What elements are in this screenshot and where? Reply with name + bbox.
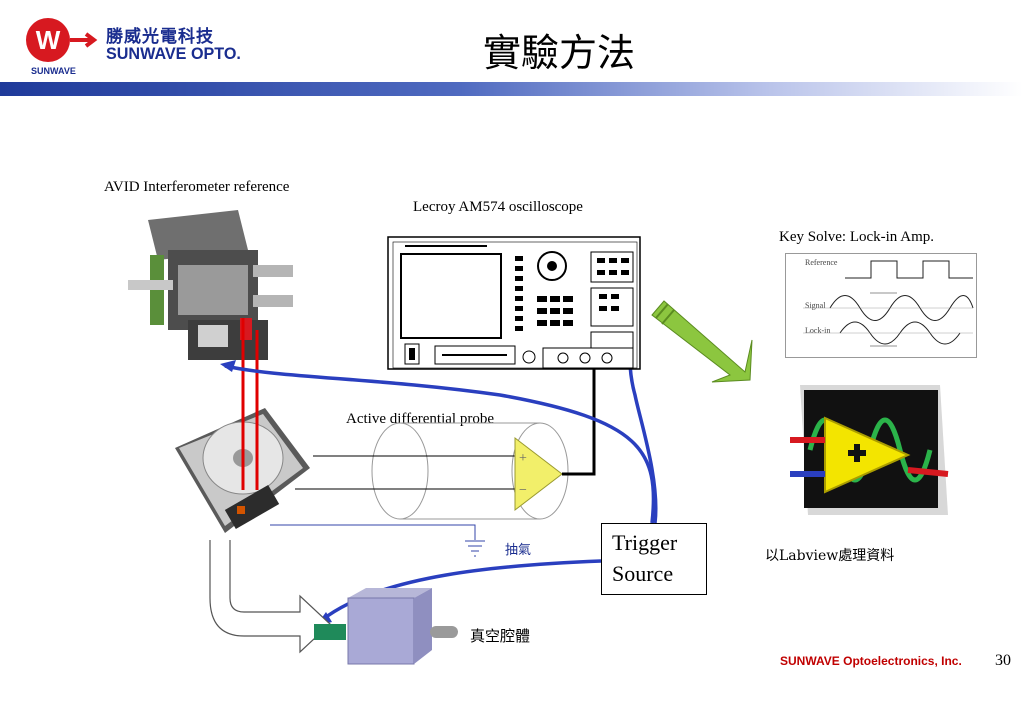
keysolve-label: Key Solve: Lock-in Amp. — [779, 229, 934, 245]
reference-label: Reference — [805, 258, 838, 267]
avid-interferometer-image — [128, 210, 293, 360]
pump-port — [314, 624, 346, 640]
pump-label: 抽氣 — [505, 543, 532, 558]
vacuum-chamber-image — [314, 588, 458, 665]
slide-title: 實驗方法 — [482, 31, 635, 75]
green-arrow-icon — [651, 300, 753, 383]
company-logo: W — [26, 18, 98, 62]
brand-name-en: SUNWAVE OPTO. — [106, 44, 241, 63]
logo-circle — [26, 18, 70, 62]
lockin-waveform-image: Reference Signal Lock-in — [785, 253, 977, 358]
probe-label: Active differential probe — [346, 411, 494, 427]
amplifier-icon — [514, 436, 563, 512]
oscilloscope-image — [387, 236, 641, 370]
scope-screen — [400, 253, 502, 339]
lockin-label: Lock-in — [805, 326, 830, 335]
logo-text: SUNWAVE — [31, 66, 76, 76]
svg-text:−: − — [519, 483, 527, 498]
labview-icon — [790, 385, 949, 515]
probe-to-scope-wire — [562, 367, 596, 476]
probe-cylinder-right — [511, 422, 569, 520]
oscilloscope-label: Lecroy AM574 oscilloscope — [413, 199, 583, 215]
logo-arrow — [70, 32, 98, 48]
trigger-source-box: Trigger Source — [601, 523, 707, 595]
hard-disk-image — [175, 408, 310, 533]
logo-letter: W — [36, 25, 61, 55]
avid-label: AVID Interferometer reference — [104, 179, 290, 195]
probe-cylinder-left — [371, 422, 429, 520]
footer-company: SUNWAVE Optoelectronics, Inc. — [780, 654, 962, 668]
labview-label: 以Labview處理資料 — [765, 548, 895, 564]
svg-text:+: + — [519, 451, 527, 466]
reference-wave — [845, 260, 973, 279]
signal-label: Signal — [805, 301, 826, 310]
trigger-line2: Source — [612, 561, 674, 586]
page-number: 30 — [995, 652, 1011, 669]
header-gradient-bar — [0, 82, 1023, 96]
chamber-label: 真空腔體 — [470, 627, 531, 645]
brand-name-cn: 勝威光電科技 — [106, 27, 214, 47]
signal-wave — [829, 295, 974, 321]
trigger-line1: Trigger — [612, 530, 678, 555]
